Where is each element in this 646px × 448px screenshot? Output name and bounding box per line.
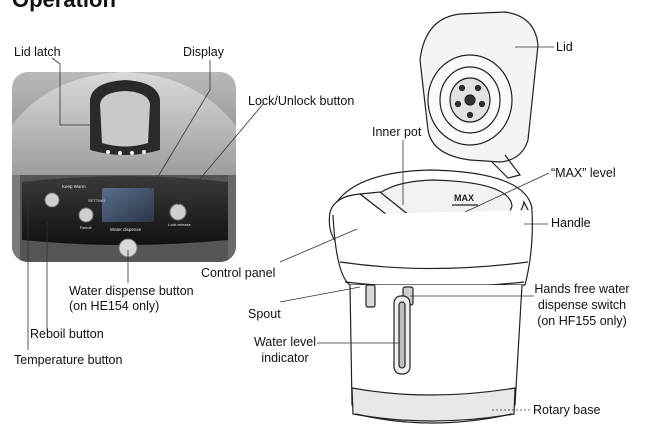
water-dispense-text: Water dispense [110, 227, 142, 232]
leader-lid-latch [51, 57, 92, 126]
label-water-level-line2: indicator [261, 351, 309, 365]
label-handle: Handle [551, 216, 591, 230]
label-lid-latch: Lid latch [14, 45, 61, 59]
label-water-level-line1: Water level [253, 335, 317, 349]
leader-spout [279, 286, 361, 303]
reboil-text: Reboil [80, 225, 91, 230]
label-reboil: Reboil button [30, 327, 104, 341]
leader-lock-unlock [177, 102, 265, 206]
label-hands-free-line3: (on HF155 only) [537, 314, 627, 328]
label-hands-free-line1: Hands free water [534, 282, 630, 296]
temperature-button-photo [44, 192, 60, 208]
label-max-level: “MAX” level [551, 166, 616, 180]
label-water-dispense-line1: Water dispense button [69, 284, 194, 298]
label-hands-free-line2: dispense switch [537, 298, 627, 312]
reboil-button-photo [78, 207, 94, 223]
label-lock-unlock: Lock/Unlock button [248, 94, 355, 108]
page-heading: Operation [12, 0, 116, 13]
set-temp-text: SETTING [88, 198, 105, 203]
label-temperature: Temperature button [14, 353, 123, 367]
leader-lines [27, 46, 554, 411]
pot-drawing [328, 11, 539, 424]
label-control-panel: Control panel [201, 266, 276, 280]
label-spout: Spout [248, 307, 281, 321]
label-display: Display [183, 45, 224, 59]
max-mark: MAX [454, 193, 474, 203]
leader-control-panel [279, 228, 358, 263]
label-inner-pot: Inner pot [372, 125, 422, 139]
label-rotary-base: Rotary base [533, 403, 601, 417]
lock-button-photo [169, 203, 187, 221]
leader-max [464, 172, 550, 213]
lock-release-text: Lock release [168, 222, 191, 227]
label-lid: Lid [556, 40, 573, 54]
leader-display [149, 60, 211, 191]
display-photo [102, 188, 154, 222]
closeup-photo: Keep Warm SETTING Reboil Water dispense … [12, 72, 236, 262]
keep-warm-text: Keep Warm [62, 184, 86, 189]
label-water-dispense-line2: (on HE154 only) [69, 299, 160, 313]
lid-drawing [419, 11, 539, 179]
